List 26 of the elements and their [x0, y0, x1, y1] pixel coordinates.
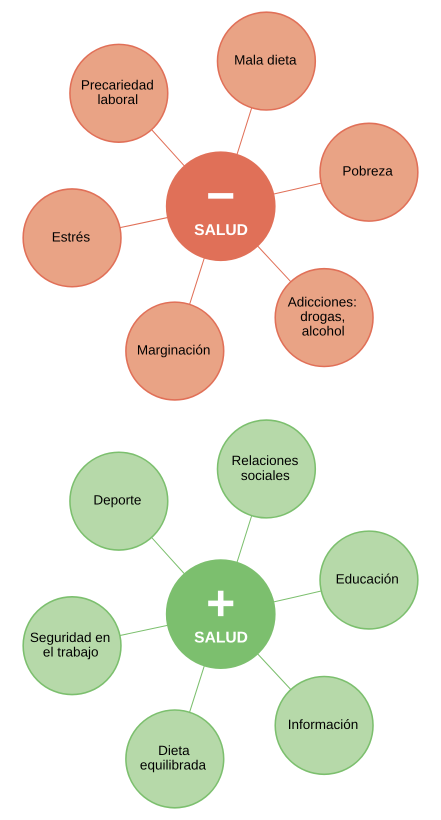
node-circle: Educación: [319, 530, 419, 630]
node-circle: Pobreza: [319, 122, 419, 222]
node-circle: Deporte: [69, 451, 169, 551]
connector: [151, 129, 185, 166]
connector: [120, 217, 168, 228]
node-circle: Mala dieta: [216, 11, 316, 111]
node-circle: Relaciones sociales: [216, 419, 316, 519]
connector: [189, 258, 205, 304]
node-circle: Estrés: [22, 188, 122, 288]
node-circle: + SALUD: [166, 559, 276, 669]
node-circle: − SALUD: [166, 151, 276, 262]
node-circle: Marginación: [125, 301, 224, 401]
connector: [236, 516, 252, 562]
connector: [189, 666, 205, 712]
connector: [257, 246, 292, 282]
connector: [151, 537, 185, 574]
connector: [236, 108, 252, 154]
node-circle: Seguridad en el trabajo: [22, 596, 122, 696]
node-circle: Precariedad laboral: [69, 44, 169, 143]
node-circle: Adicciones: drogas, alcohol: [274, 268, 374, 368]
connector: [274, 182, 322, 195]
connector: [120, 624, 168, 636]
node-circle: Dieta equilibrada: [125, 709, 224, 809]
node-circle: Información: [274, 676, 374, 776]
connector: [274, 590, 322, 602]
connector: [257, 654, 292, 690]
